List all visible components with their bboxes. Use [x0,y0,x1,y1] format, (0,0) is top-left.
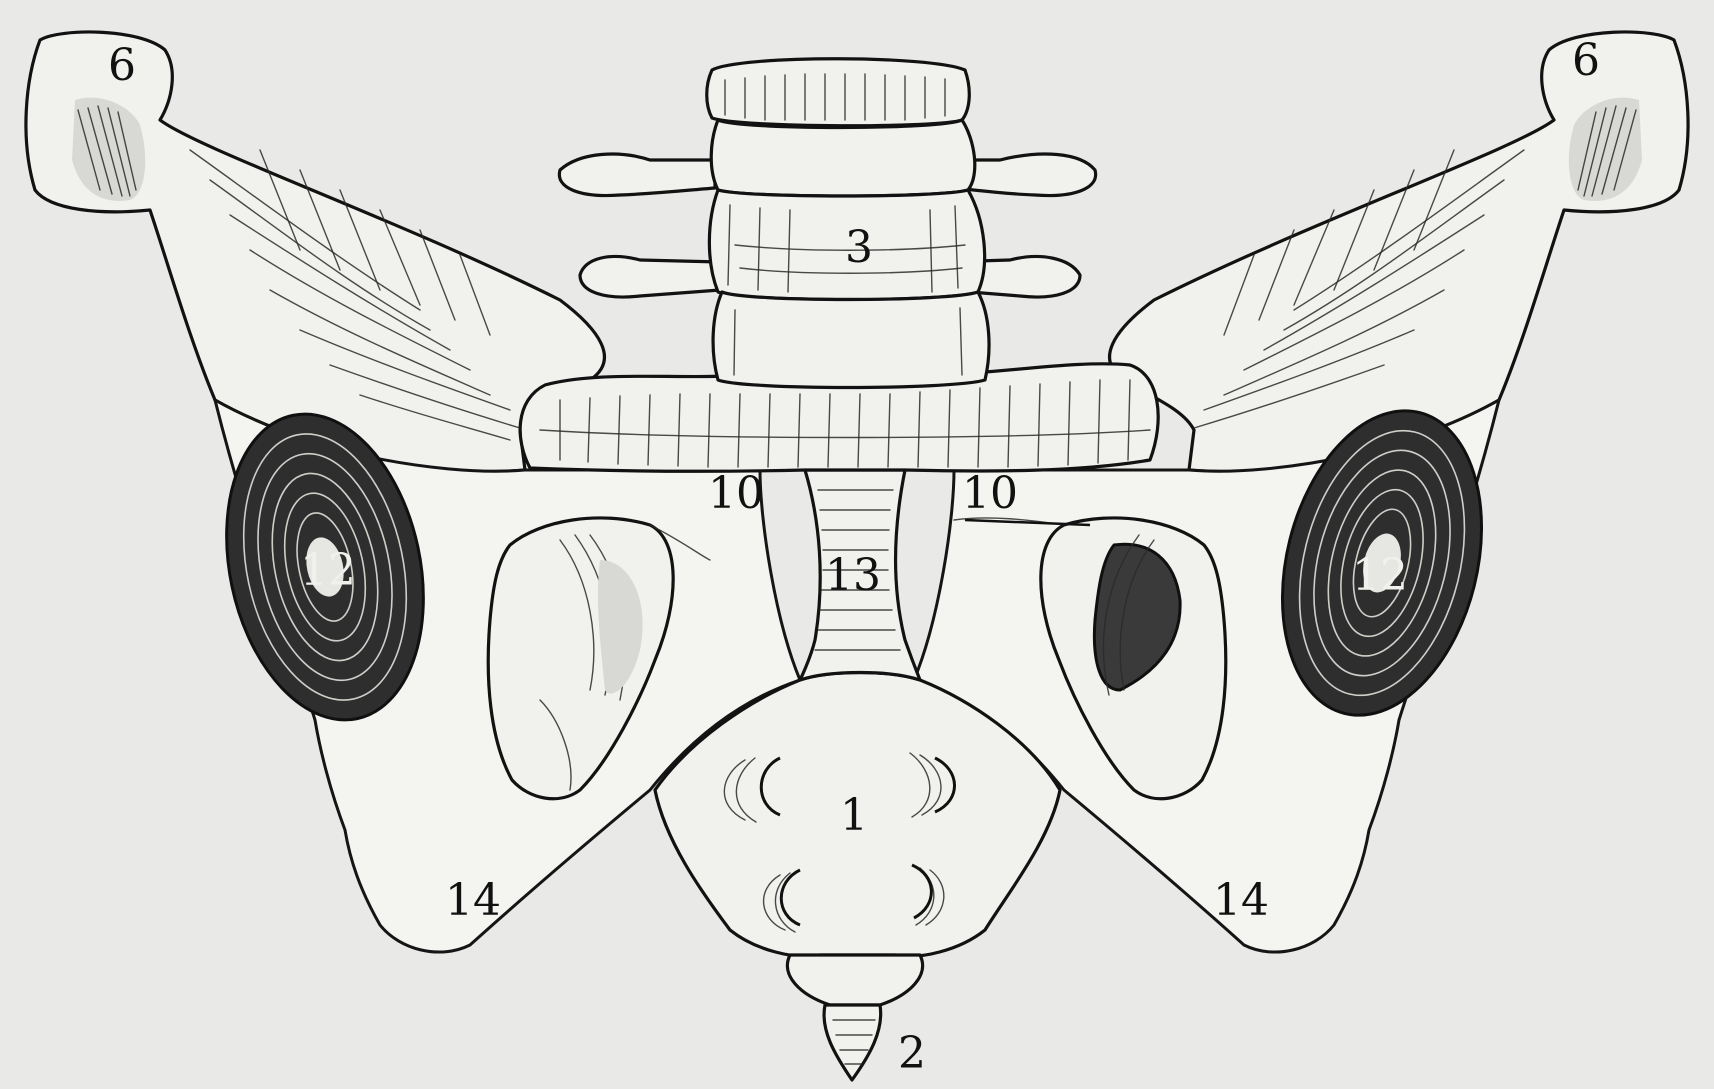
label-12-right: 12 [1352,550,1408,601]
label-6-right: 6 [1572,35,1600,86]
label-2: 2 [898,1028,926,1079]
label-10-right: 10 [962,468,1018,519]
label-12-left: 12 [300,545,356,596]
right-ilium [1110,32,1689,472]
label-13: 13 [825,550,881,601]
left-ilium [26,32,605,472]
label-6-left: 6 [108,40,136,91]
label-14-left: 14 [445,875,501,926]
label-1: 1 [840,790,868,841]
label-3: 3 [845,222,873,273]
lumbar-vertebrae [559,59,1095,388]
label-14-right: 14 [1213,875,1269,926]
label-10-left: 10 [708,468,764,519]
